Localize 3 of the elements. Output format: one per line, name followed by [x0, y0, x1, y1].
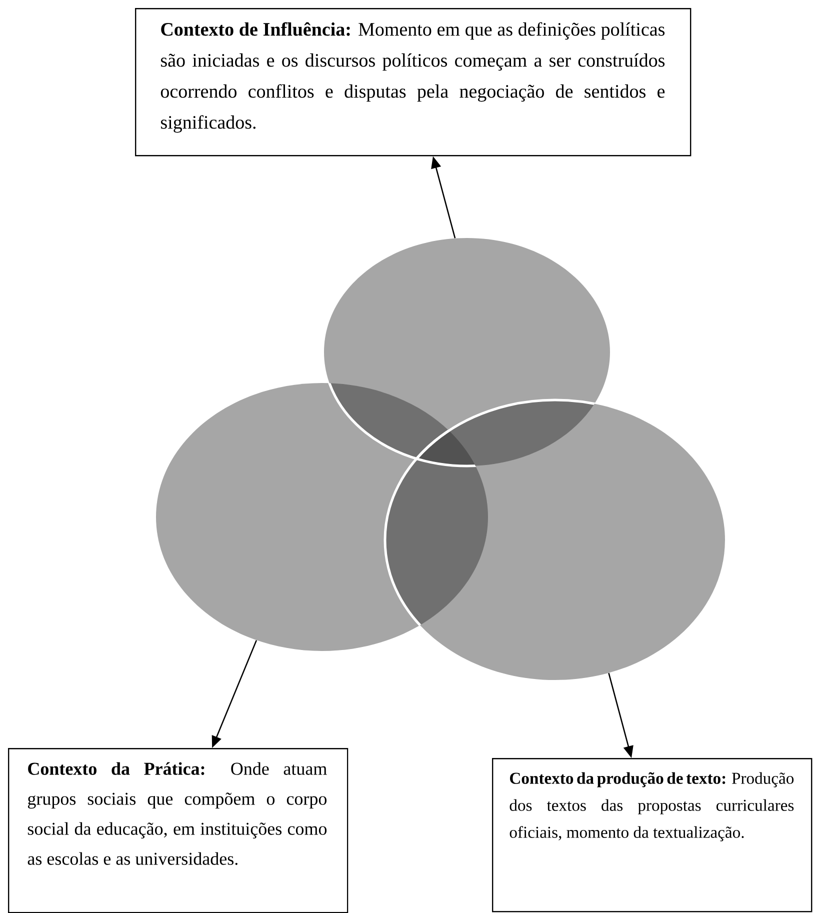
text-box: Contexto da Prática: Onde atuam grupos sociais que compõem o corpo social da educação, em instituições como as escolas e as universidades.	[8, 748, 348, 913]
text-box: Contexto de Influência: Momento em que as definições políticas são iniciadas e os discursos políticos começam a ser construídos ocorrendo conflitos e disputas pela negociação de sentidos e significados.	[135, 8, 692, 156]
text-box: Contexto da produção de texto: Produção dos textos das propostas curriculares oficiais, momento da textualização.	[492, 758, 812, 912]
